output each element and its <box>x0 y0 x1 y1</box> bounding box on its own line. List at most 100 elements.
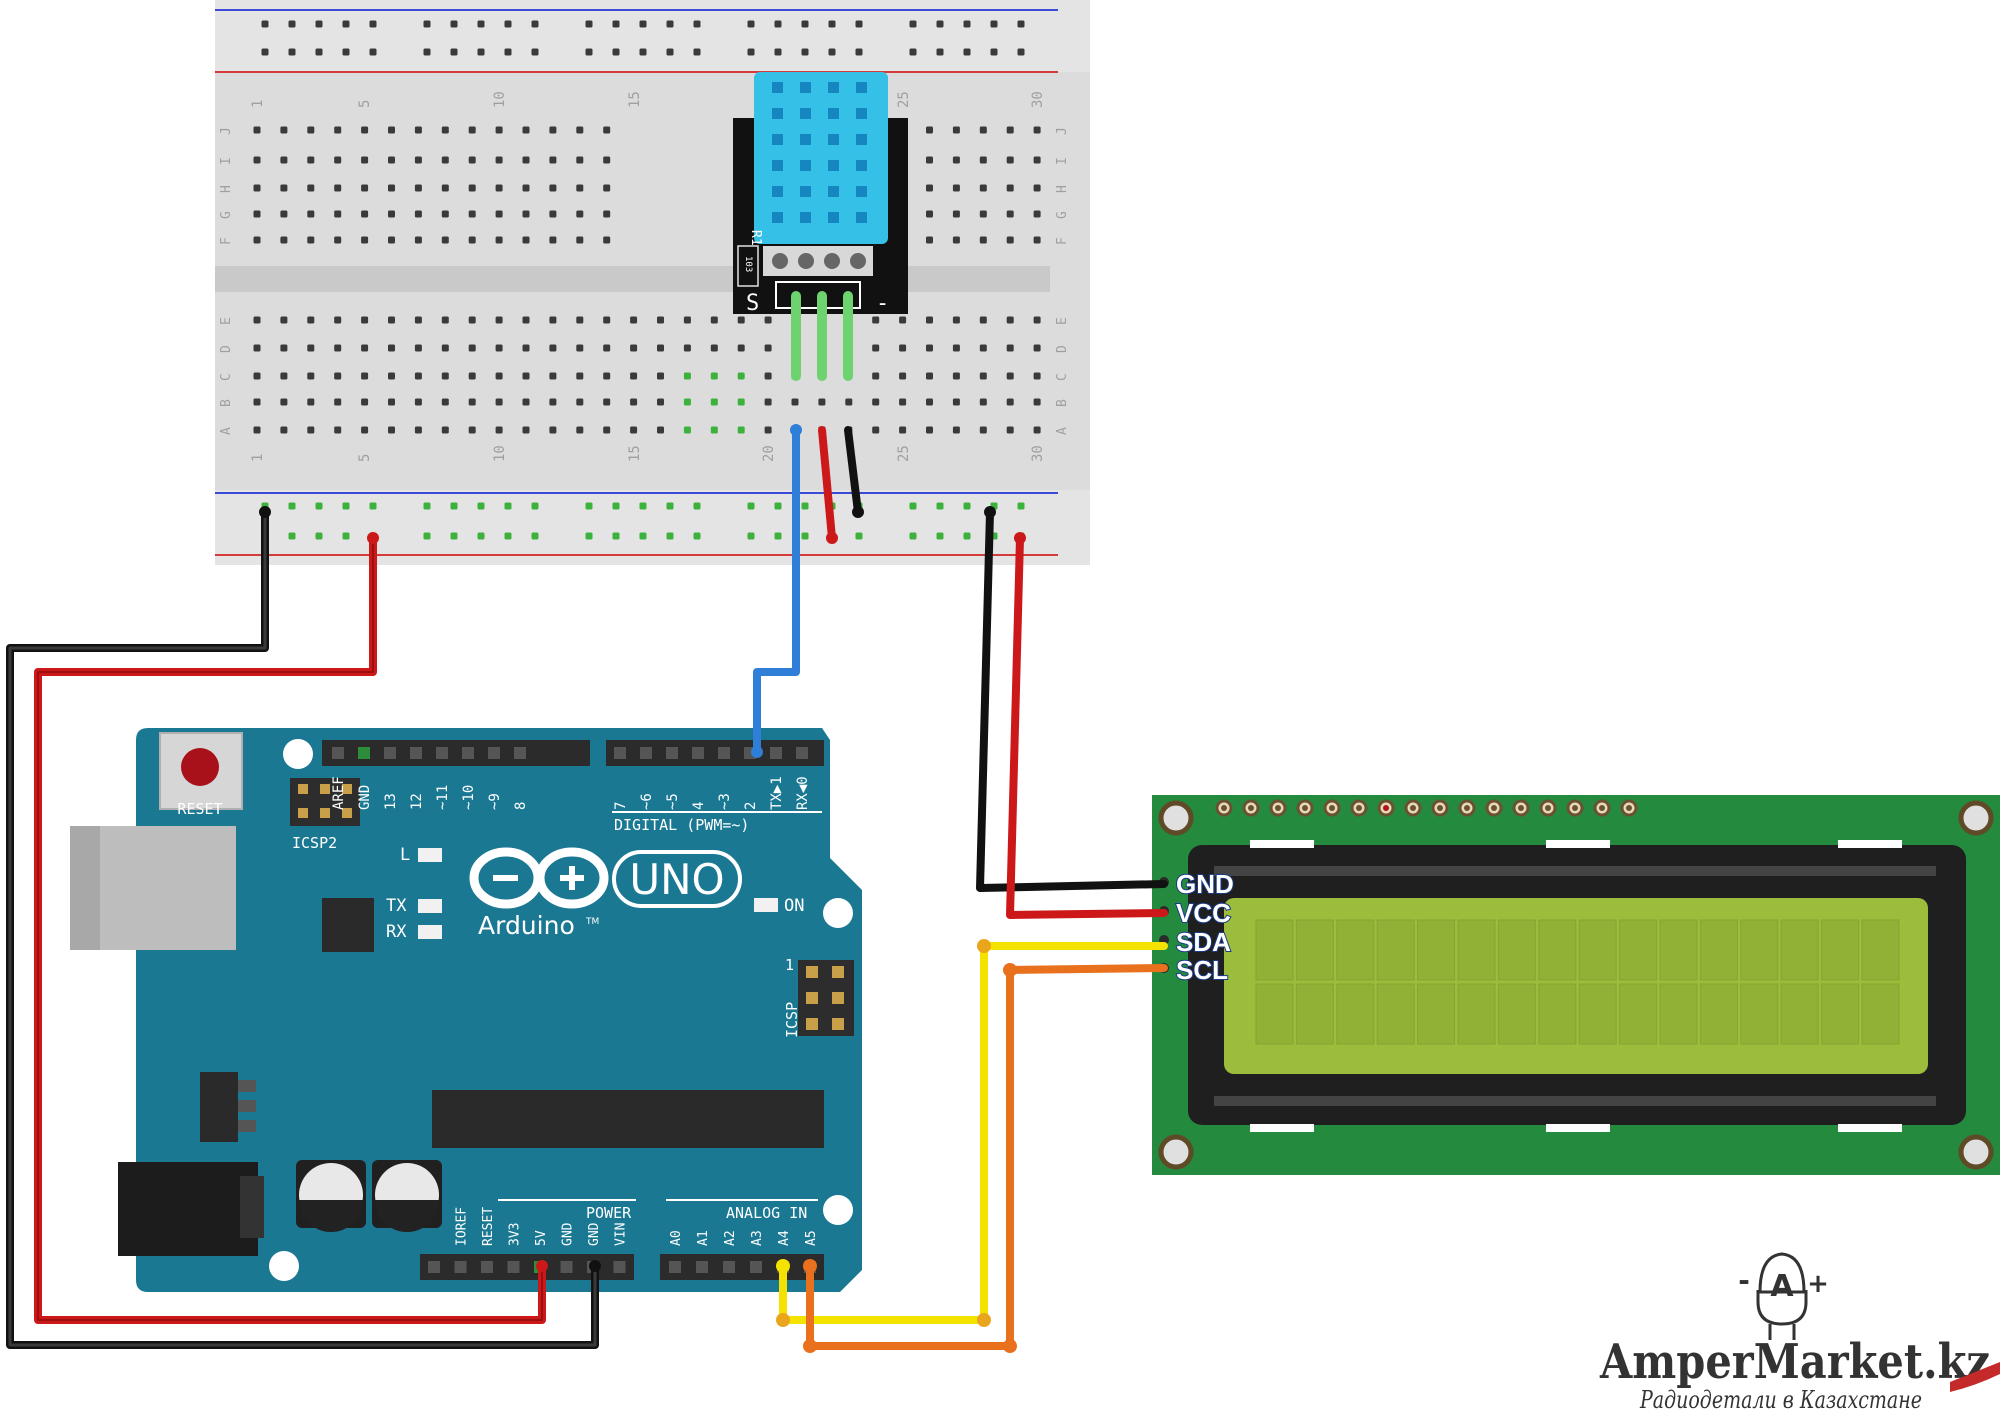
breadboard-hole <box>361 156 369 164</box>
lcd-cell <box>1780 919 1819 981</box>
breadboard-hole <box>280 210 288 218</box>
breadboard-hole <box>1006 372 1014 380</box>
led-on-label: ON <box>784 896 804 916</box>
breadboard-hole <box>307 184 315 192</box>
lcd-cell <box>1578 919 1617 981</box>
sensor-vent <box>856 82 867 93</box>
analog-pin-label: A5 <box>804 1230 819 1246</box>
breadboard-hole <box>361 126 369 134</box>
breadboard-hole <box>1033 398 1041 406</box>
breadboard-hole <box>737 372 745 380</box>
rail-hole <box>423 532 431 540</box>
rail-hole <box>828 48 836 56</box>
sensor-vent <box>856 108 867 119</box>
rail-hole <box>990 48 998 56</box>
power-pin <box>560 1261 573 1273</box>
breadboard-hole <box>926 210 933 218</box>
digital-label: DIGITAL (PWM=~) <box>614 816 749 834</box>
breadboard-hole <box>495 426 503 434</box>
digital-pin-label: ~3 <box>717 793 733 810</box>
sensor-vent <box>772 186 783 197</box>
rail-hole <box>585 20 593 28</box>
usb-connector-edge <box>70 826 100 950</box>
lcd-pin-hole <box>1437 805 1443 811</box>
rail-hole <box>450 48 458 56</box>
power-pin <box>481 1261 493 1273</box>
power-rail-top <box>215 0 1090 72</box>
row-letter: H <box>219 185 234 193</box>
breadboard-hole <box>899 372 907 380</box>
breadboard-hole <box>764 316 772 324</box>
breadboard-hole <box>253 372 261 380</box>
breadboard-hole <box>307 156 315 164</box>
breadboard-hole <box>603 210 611 218</box>
sensor-vent <box>856 134 867 145</box>
analog-pin <box>723 1261 735 1273</box>
breadboard-hole <box>926 372 933 380</box>
breadboard-hole <box>710 372 718 380</box>
analog-pin <box>669 1261 681 1273</box>
digital-pin-label: ~6 <box>639 793 655 810</box>
breadboard-hole <box>872 398 880 406</box>
row-letter: J <box>219 127 234 135</box>
lcd-cell <box>1861 983 1900 1045</box>
column-number: 10 <box>492 445 508 462</box>
brand-tagline: Радиодетали в Казахстане <box>1639 1386 1922 1414</box>
breadboard-hole <box>1006 126 1014 134</box>
breadboard-hole <box>414 126 422 134</box>
breadboard-hole <box>683 316 691 324</box>
breadboard-hole <box>468 398 476 406</box>
breadboard-hole <box>603 398 611 406</box>
rail-hole <box>612 532 620 540</box>
analog-pin-label: A1 <box>696 1230 711 1246</box>
led-tx <box>418 899 442 913</box>
arduino-logo: UNO Arduino TM <box>469 847 742 940</box>
digital-pin-label: ~9 <box>487 793 503 810</box>
power-header <box>420 1254 634 1280</box>
brand-name: AmperMarket.kz <box>1599 1334 1990 1390</box>
rail-hole <box>369 502 377 510</box>
icsp2-header <box>290 778 360 826</box>
icsp-pin1-label: 1 <box>785 956 794 974</box>
breadboard-hole <box>657 398 664 406</box>
rail-hole <box>963 20 971 28</box>
analog-pin <box>750 1261 762 1273</box>
lcd-pin-hole <box>1572 805 1578 811</box>
breadboard-hole <box>657 316 664 324</box>
digital-pin <box>640 747 652 759</box>
column-number: 1 <box>250 454 266 462</box>
lcd-pin-hole <box>1302 805 1308 811</box>
breadboard-hole <box>361 372 369 380</box>
breadboard-hole <box>414 236 422 244</box>
breadboard-hole <box>737 316 745 324</box>
rail-hole <box>450 502 458 510</box>
mount-hole <box>269 1251 299 1281</box>
breadboard-hole <box>334 184 342 192</box>
reset-button[interactable] <box>181 748 219 786</box>
lcd-pin-hole <box>1383 805 1389 811</box>
breadboard-hole <box>388 210 395 218</box>
lcd-cell <box>1417 983 1456 1045</box>
breadboard-hole <box>657 372 664 380</box>
breadboard-hole <box>522 426 530 434</box>
breadboard-hole <box>576 184 584 192</box>
rail-hole <box>450 20 458 28</box>
digital-pin-label: 4 <box>691 802 707 810</box>
breadboard-hole <box>630 316 638 324</box>
digital-pin-label: TX▶1 <box>769 776 785 810</box>
digital-pin-label: GND <box>357 785 373 810</box>
breadboard-hole <box>253 398 261 406</box>
led-l-label: L <box>400 845 410 865</box>
breadboard-hole <box>388 126 395 134</box>
breadboard-hole <box>414 316 422 324</box>
digital-pin-label: RX◀0 <box>795 776 811 810</box>
rail-hole <box>585 532 593 540</box>
breadboard-hole <box>253 184 261 192</box>
rail-hole <box>477 502 485 510</box>
breadboard-hole <box>899 316 907 324</box>
wire-data-pin2 <box>753 426 800 756</box>
lcd-cell <box>1295 983 1334 1045</box>
arduino-pcb <box>136 728 862 1292</box>
lcd-cell <box>1659 983 1698 1045</box>
